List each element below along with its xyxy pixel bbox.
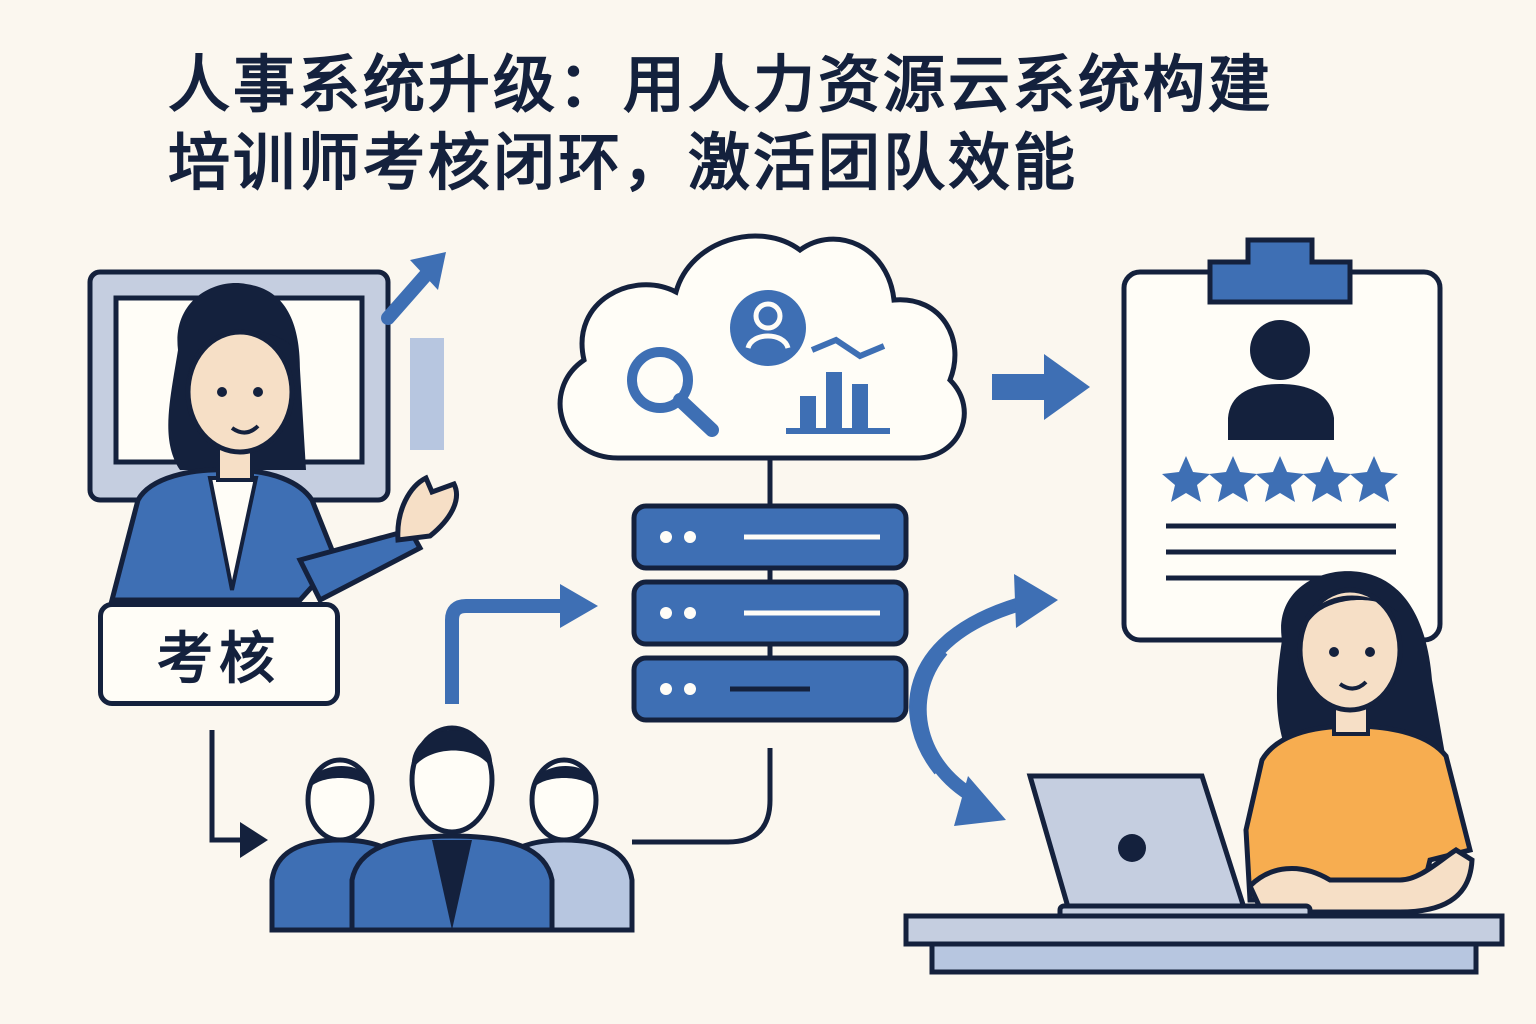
- employee-woman: [1243, 571, 1475, 915]
- flow-arrows: [209, 354, 1090, 858]
- magnifier-icon: [627, 347, 719, 437]
- assessment-label: 考核: [98, 602, 340, 706]
- star-icon: [1209, 456, 1257, 502]
- desk: [903, 913, 1505, 975]
- evaluation-card: [1121, 237, 1443, 643]
- page-title: 人事系统升级：用人力资源云系统构建 培训师考核闭环，激活团队效能: [168, 46, 1273, 202]
- bar-chart-icon: [786, 336, 890, 434]
- team-group: [269, 725, 635, 933]
- trainer-woman: [108, 283, 459, 604]
- user-icon: [730, 290, 806, 366]
- growth-arrow-icon: [381, 252, 446, 450]
- hr-cloud: [557, 233, 967, 461]
- star-icon: [1256, 456, 1304, 502]
- profile-icon: [1228, 320, 1334, 440]
- star-icon: [1162, 456, 1210, 502]
- star-icon: [1303, 456, 1351, 502]
- star-rating: [1162, 456, 1398, 502]
- star-icon: [1350, 456, 1398, 502]
- server-icon: [631, 458, 909, 723]
- title-line-2: 培训师考核闭环，激活团队效能: [168, 126, 1079, 199]
- title-line-1: 人事系统升级：用人力资源云系统构建: [168, 48, 1274, 121]
